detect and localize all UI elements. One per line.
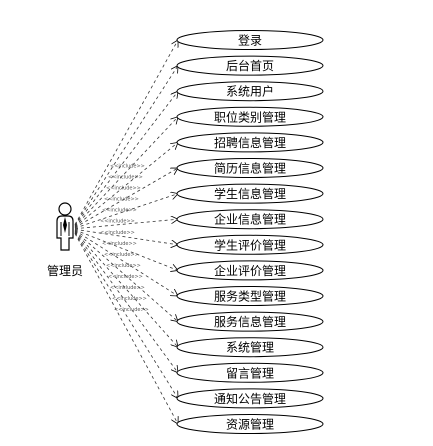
use-case-ellipse (176, 311, 324, 332)
include-label: <<include>> (100, 230, 135, 236)
include-label: <<include>> (104, 197, 139, 203)
include-label: <<include>> (102, 208, 137, 214)
include-link (74, 168, 178, 228)
include-label: <<include>> (100, 219, 135, 225)
use-case-label: 招聘信息管理 (214, 135, 286, 150)
include-link (74, 230, 178, 322)
actor-head (58, 202, 72, 216)
use-case-ellipse (176, 30, 324, 50)
use-case-ellipse (176, 209, 324, 230)
use-case-ellipse (176, 362, 324, 383)
include-link (74, 233, 178, 425)
use-case-label: 留言管理 (226, 365, 274, 380)
use-case-label: 职位类别管理 (214, 109, 286, 124)
use-case-ellipse (176, 183, 324, 204)
use-case-label: 系统用户 (226, 84, 274, 99)
use-case-ellipse (176, 260, 324, 281)
include-link (74, 40, 178, 225)
use-case-ellipse (176, 106, 324, 127)
include-link (74, 232, 178, 399)
use-case-ellipse (176, 414, 324, 434)
use-case-ellipse (176, 81, 324, 102)
include-label: <<include>> (108, 175, 143, 181)
include-link (74, 66, 178, 226)
include-link (74, 219, 178, 230)
actor-label: 管理员 (47, 263, 83, 278)
include-label: <<include>> (112, 296, 147, 302)
include-links (74, 40, 178, 425)
use-case-list: 登录后台首页系统用户职位类别管理招聘信息管理简历信息管理学生信息管理企业信息管理… (176, 30, 324, 434)
use-case-label: 通知公告管理 (214, 391, 286, 406)
include-link (74, 231, 178, 348)
use-case-ellipse (176, 388, 324, 409)
use-case-ellipse (176, 55, 324, 76)
include-labels: <<include>> <<include>> <<include>> <<inclu… (100, 163, 149, 313)
use-case-ellipse (176, 158, 324, 178)
include-label: <<include>> (104, 252, 139, 258)
include-link (74, 229, 178, 271)
use-case-label: 学生评价管理 (214, 237, 286, 252)
use-case-label: 后台首页 (226, 58, 274, 73)
use-case-ellipse (176, 286, 324, 306)
use-case-label: 企业评价管理 (214, 263, 286, 278)
use-case-label: 登录 (238, 33, 262, 48)
include-link (74, 91, 178, 226)
include-label: <<include>> (110, 163, 145, 169)
use-case-label: 资源管理 (226, 417, 274, 432)
include-label: <<include>> (110, 285, 145, 291)
use-case-label: 系统管理 (226, 340, 274, 355)
include-label: <<include>> (108, 274, 143, 280)
use-case-label: 服务信息管理 (214, 314, 286, 329)
use-case-label: 学生信息管理 (214, 186, 286, 201)
include-label: <<include>> (102, 241, 137, 247)
use-case-label: 服务类型管理 (214, 289, 286, 304)
include-label: <<include>> (106, 263, 141, 269)
include-label: <<include>> (114, 307, 149, 313)
use-case-ellipse (176, 234, 324, 255)
include-link (74, 142, 178, 228)
include-link (74, 194, 178, 229)
actor-tie (63, 217, 67, 233)
use-case-label: 简历信息管理 (214, 161, 286, 176)
include-link (74, 117, 178, 227)
include-label: <<include>> (106, 186, 141, 192)
include-link (74, 230, 178, 297)
include-link (74, 228, 178, 245)
include-link (74, 232, 178, 372)
use-case-ellipse (176, 132, 324, 153)
use-case-label: 企业信息管理 (214, 212, 286, 227)
use-case-ellipse (176, 337, 324, 358)
actor-admin: 管理员 (47, 202, 83, 278)
